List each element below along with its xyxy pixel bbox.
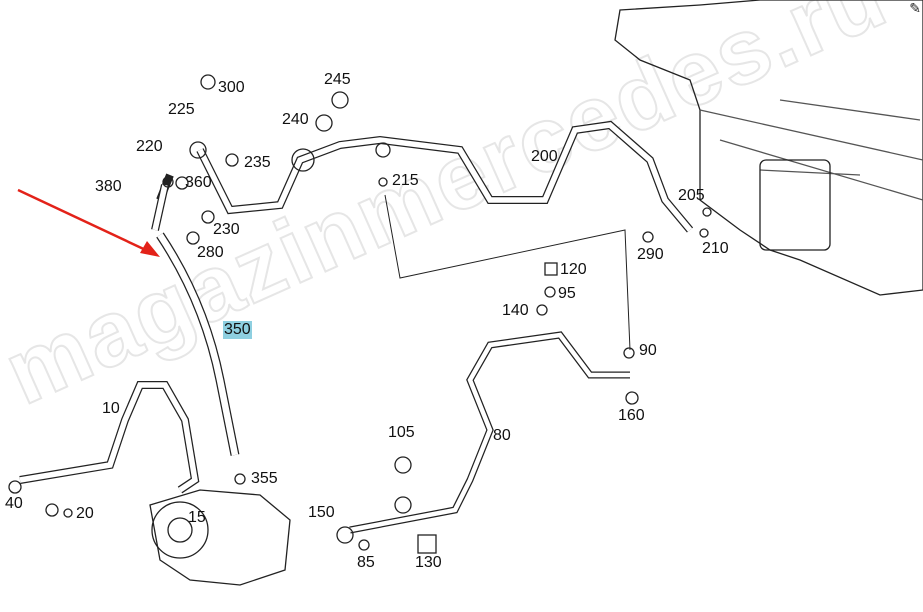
part-label[interactable]: 230 <box>213 221 240 238</box>
part-label-highlighted[interactable]: 350 <box>223 321 252 339</box>
part-label[interactable]: 200 <box>531 148 558 165</box>
part-label[interactable]: 215 <box>392 172 419 189</box>
part-label[interactable]: 120 <box>560 261 587 278</box>
hose-350 <box>156 232 240 456</box>
part-label[interactable]: 380 <box>95 178 122 195</box>
part-label[interactable]: 205 <box>678 187 705 204</box>
part-label[interactable]: 360 <box>185 174 212 191</box>
part-label[interactable]: 20 <box>76 505 94 522</box>
hose-200 <box>156 120 694 233</box>
part-label[interactable]: 130 <box>415 554 442 571</box>
edit-icon[interactable]: ✎ <box>909 0 921 16</box>
part-label[interactable]: 220 <box>136 138 163 155</box>
part-label[interactable]: 80 <box>493 427 511 444</box>
part-label[interactable]: 235 <box>244 154 271 171</box>
part-label[interactable]: 240 <box>282 111 309 128</box>
part-label[interactable]: 140 <box>502 302 529 319</box>
part-label[interactable]: 85 <box>357 554 375 571</box>
part-label[interactable]: 160 <box>618 407 645 424</box>
compressor <box>149 489 291 586</box>
part-label[interactable]: 245 <box>324 71 351 88</box>
part-label[interactable]: 355 <box>251 470 278 487</box>
part-label[interactable]: 40 <box>5 495 23 512</box>
part-label[interactable]: 90 <box>639 342 657 359</box>
part-label[interactable]: 290 <box>637 246 664 263</box>
part-label[interactable]: 15 <box>188 509 206 526</box>
part-label[interactable]: 10 <box>102 400 120 417</box>
part-label[interactable]: 280 <box>197 244 224 261</box>
red-arrow-pointer <box>17 188 160 257</box>
part-label[interactable]: 300 <box>218 79 245 96</box>
part-label[interactable]: 150 <box>308 504 335 521</box>
part-label[interactable]: 225 <box>168 101 195 118</box>
part-label[interactable]: 210 <box>702 240 729 257</box>
part-label[interactable]: 105 <box>388 424 415 441</box>
part-label[interactable]: 95 <box>558 285 576 302</box>
